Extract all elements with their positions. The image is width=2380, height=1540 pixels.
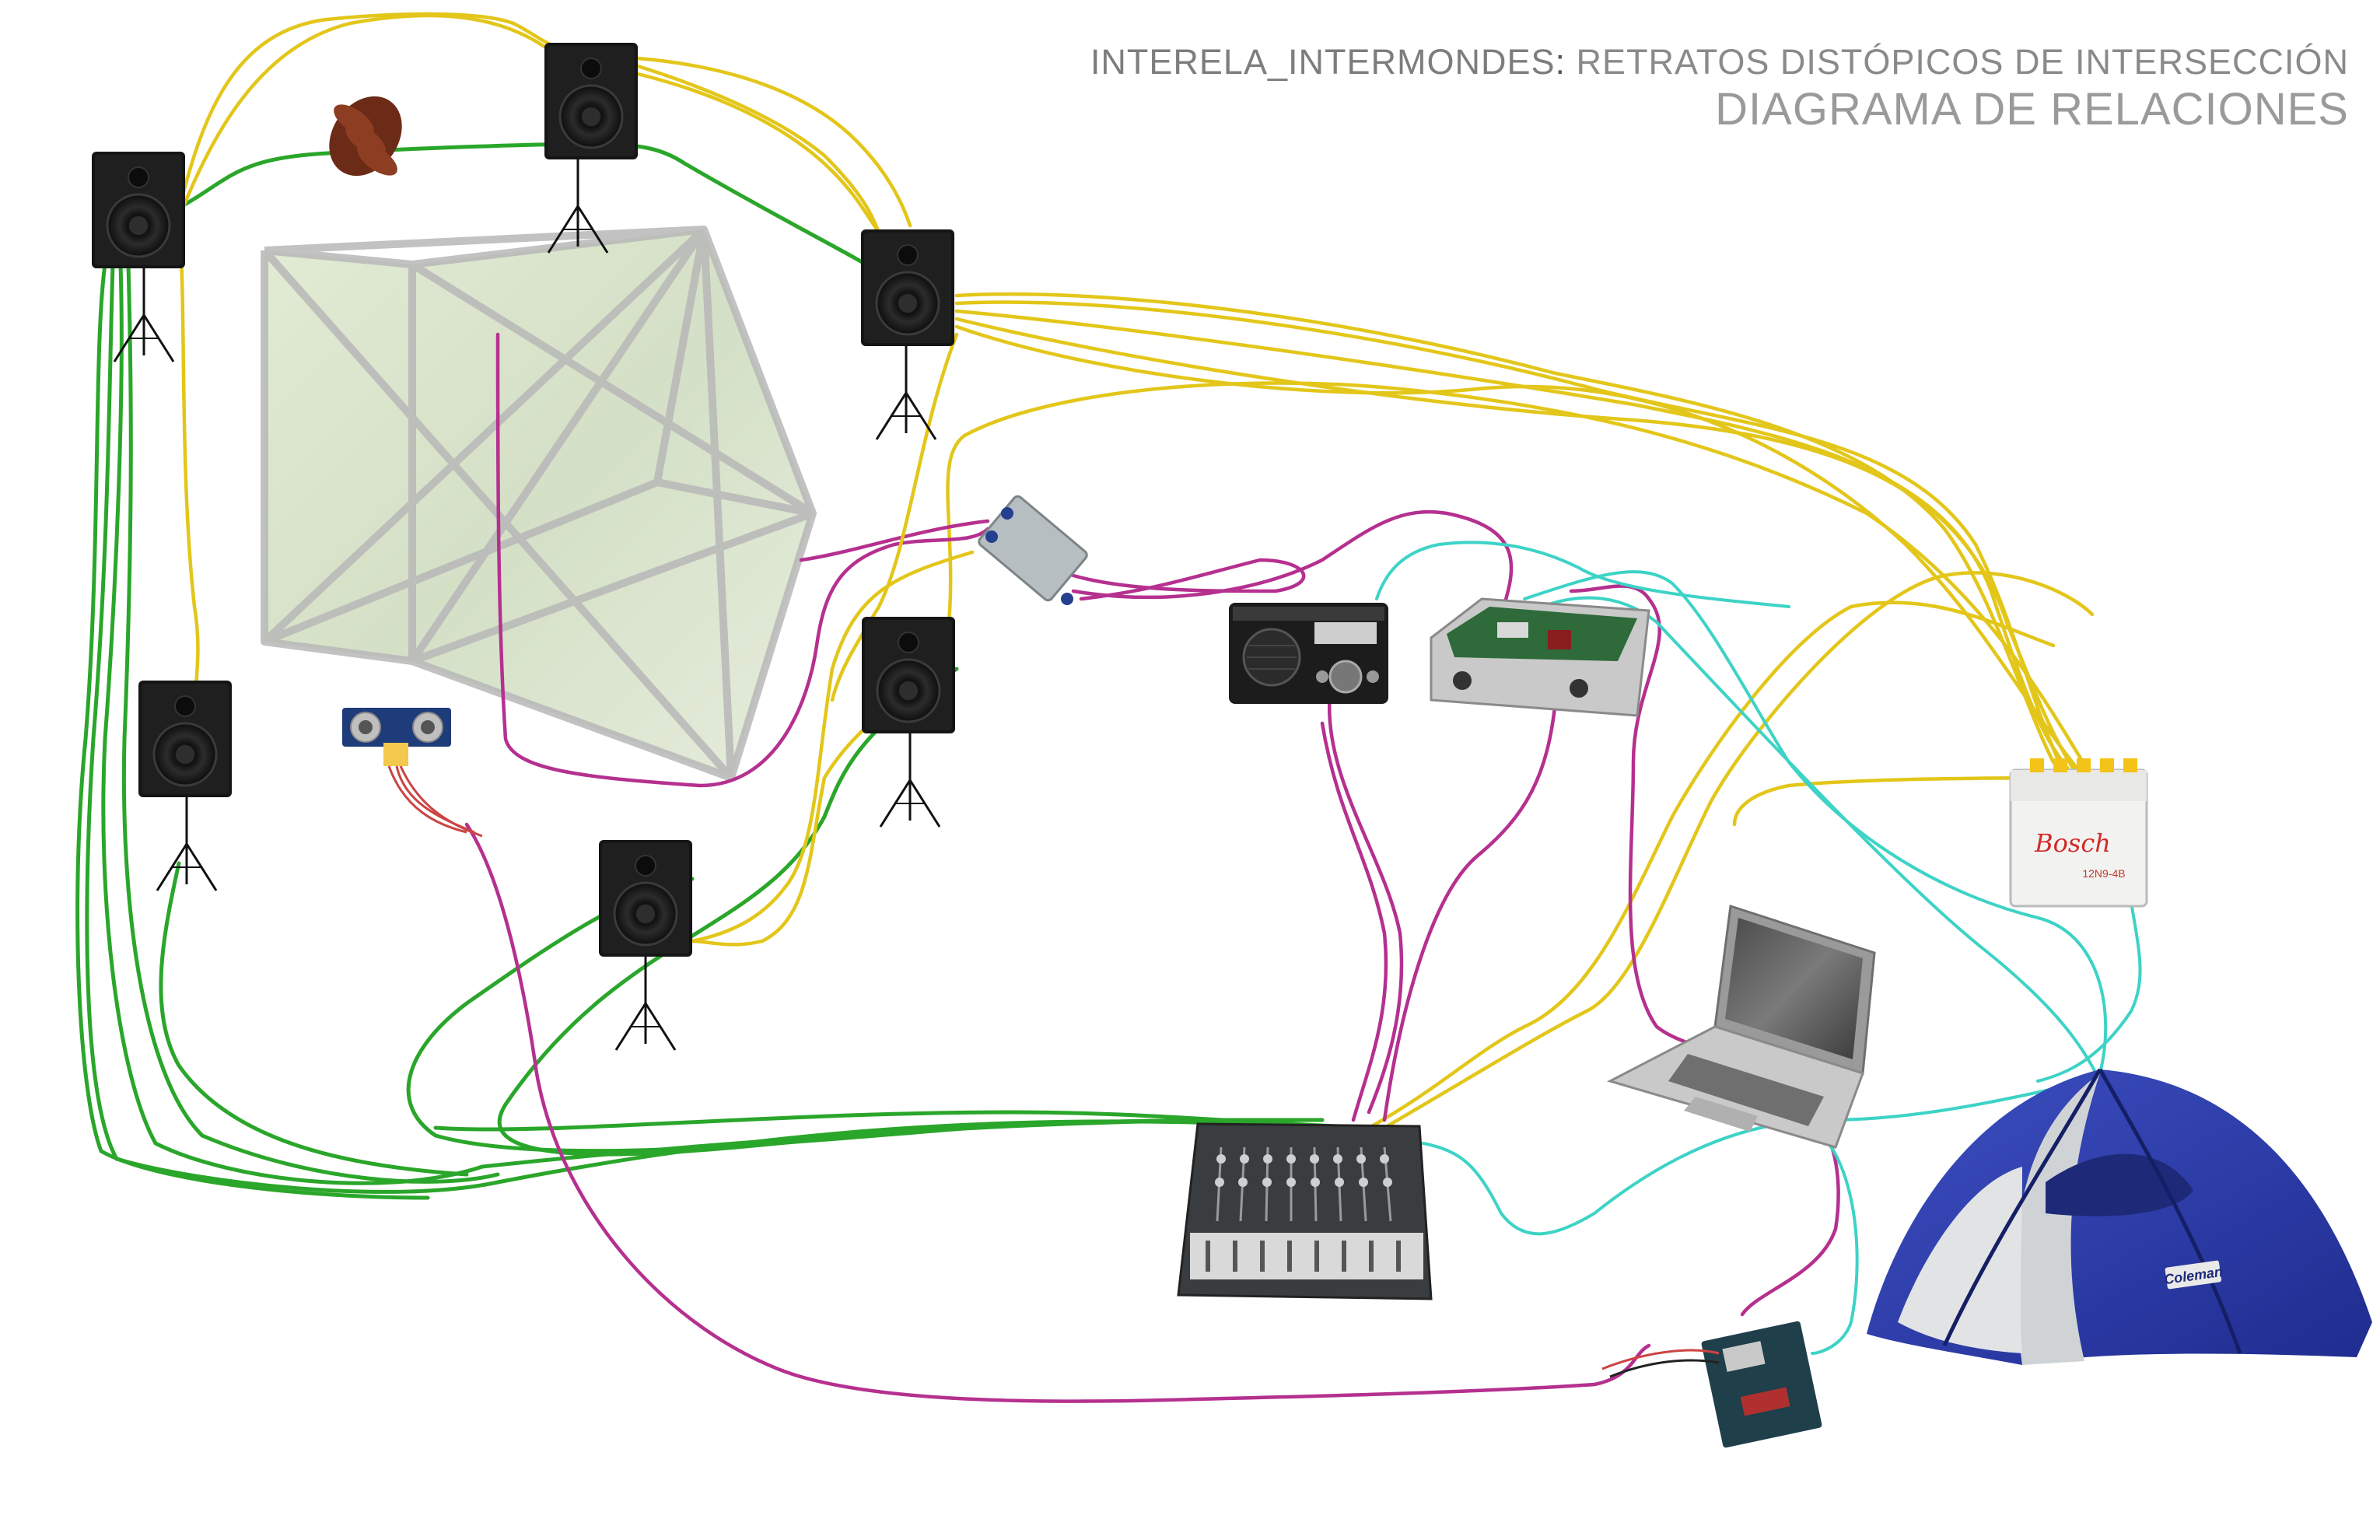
battery-model: 12N9-4B — [2082, 867, 2125, 880]
speaker-top-center — [543, 41, 639, 254]
speaker-top-right — [859, 228, 956, 441]
speaker-link-cables — [690, 332, 975, 943]
data-cables — [1375, 541, 2142, 1355]
title-separator: : — [1555, 42, 1566, 82]
battery-brand: Bosch — [2034, 828, 2111, 858]
insulator-component — [329, 96, 402, 177]
battery: Bosch 12N9-4B — [2009, 758, 2148, 908]
speaker-middle — [860, 615, 957, 828]
audio-mixer — [1177, 1122, 1433, 1300]
receiver-board — [1430, 597, 1650, 717]
speaker-top-left — [90, 150, 187, 363]
ultrasonic-sensor — [342, 708, 483, 838]
project-title: INTERELA_INTERMONDES: RETRATOS DISTÓPICO… — [1090, 40, 2349, 84]
project-name: INTERELA_INTERMONDES — [1090, 42, 1556, 82]
shortwave-radio — [1229, 603, 1388, 704]
power-cables — [177, 12, 2102, 1130]
sculpture-structure — [261, 226, 817, 782]
audio-cables — [75, 142, 1340, 1200]
rf-splitter — [978, 495, 1088, 605]
speaker-left — [137, 679, 233, 892]
title-block: INTERELA_INTERMONDES: RETRATOS DISTÓPICO… — [1090, 40, 2349, 135]
project-subtitle: RETRATOS DISTÓPICOS DE INTERSECCIÓN — [1576, 42, 2349, 82]
diagram-heading: DIAGRAMA DE RELACIONES — [1715, 84, 2349, 135]
laptop — [1606, 905, 1876, 1149]
speaker-bottom — [597, 838, 694, 1052]
arduino-board — [1601, 1321, 1822, 1448]
tent: Coleman — [1867, 1068, 2372, 1365]
